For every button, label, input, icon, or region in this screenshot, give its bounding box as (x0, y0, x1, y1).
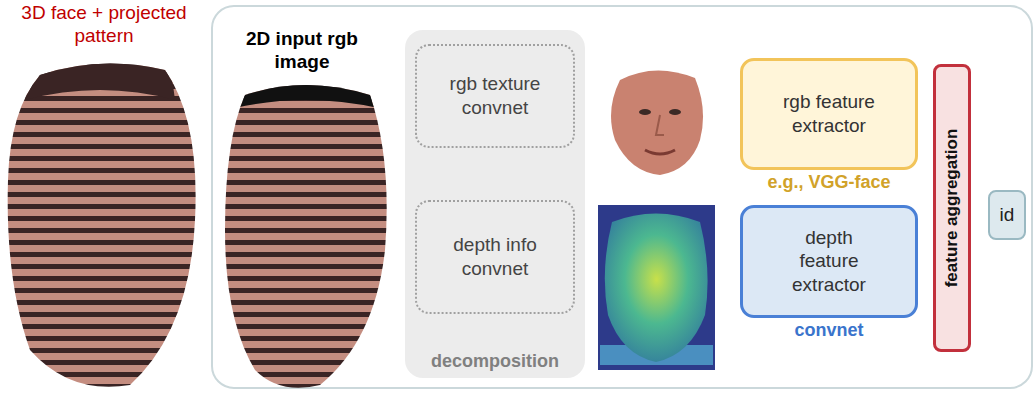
decomposition-band: decomposition rgb texture convnet depth in… (405, 30, 585, 378)
node-text: depth feature extractor (782, 226, 877, 297)
feature-extractor-box: rgb feature extractore.g., VGG-face (740, 58, 918, 170)
feature-extractor-box: depth feature extractorconvnet (740, 205, 918, 318)
node-text: feature aggregation (941, 129, 962, 288)
2d-face (220, 78, 395, 394)
node-subtitle: convnet (723, 319, 935, 342)
output-box: id (988, 190, 1026, 240)
texture-face (600, 60, 710, 180)
node-text: id (994, 203, 1020, 227)
figure-label: 3D face + projected pattern (4, 2, 204, 48)
node-subtitle: e.g., VGG-face (723, 171, 935, 194)
convnet-box: rgb texture convnet (415, 44, 575, 148)
convnet-box: depth info convnet (415, 200, 575, 314)
depth-map (598, 205, 715, 370)
aggregation-bar: feature aggregation (933, 64, 971, 352)
node-text: depth info convnet (433, 233, 558, 281)
depth-face (598, 205, 715, 370)
input-label: 2D input rgb image (232, 28, 372, 74)
3d-face (0, 50, 200, 394)
node-text: rgb feature extractor (782, 90, 877, 138)
node-text: rgb texture convnet (433, 72, 558, 120)
node-text: decomposition (405, 350, 585, 373)
